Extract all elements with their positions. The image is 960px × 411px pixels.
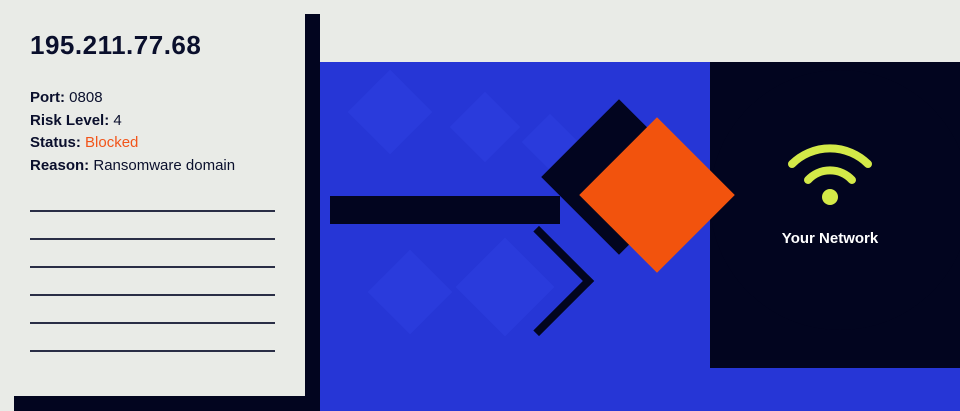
status-row: Status: Blocked [30, 132, 235, 155]
divider [30, 210, 275, 212]
record-details: Port: 0808 Risk Level: 4 Status: Blocked… [30, 87, 235, 177]
divider [30, 266, 275, 268]
divider [30, 238, 275, 240]
port-row: Port: 0808 [30, 87, 235, 110]
pattern-shape [367, 249, 453, 335]
risk-row: Risk Level: 4 [30, 110, 235, 133]
ip-address: 195.211.77.68 [30, 30, 202, 60]
ip-record-card: 195.211.77.68 Port: 0808 Risk Level: 4 S… [0, 0, 305, 396]
reason-row: Reason: Ransomware domain [30, 155, 235, 178]
divider [30, 350, 275, 352]
divider [30, 322, 275, 324]
blank-lines [30, 210, 275, 378]
pattern-shape [449, 91, 521, 163]
network-label: Your Network [781, 230, 879, 247]
status-label: Status: [30, 134, 81, 151]
card-shadow-bottom [14, 396, 320, 411]
card-shadow-right [305, 14, 320, 411]
port-label: Port: [30, 89, 65, 106]
reason-label: Reason: [30, 156, 90, 174]
pattern-shape [347, 69, 433, 155]
risk-label: Risk Level: [30, 111, 110, 129]
risk-value: 4 [113, 111, 122, 129]
wifi-icon [788, 144, 872, 205]
network-illustration: Your Network [320, 62, 960, 411]
divider [30, 294, 275, 296]
reason-value: Ransomware domain [93, 156, 236, 174]
port-value: 0808 [69, 89, 103, 106]
dark-band [330, 196, 560, 224]
status-badge: Blocked [85, 134, 139, 151]
